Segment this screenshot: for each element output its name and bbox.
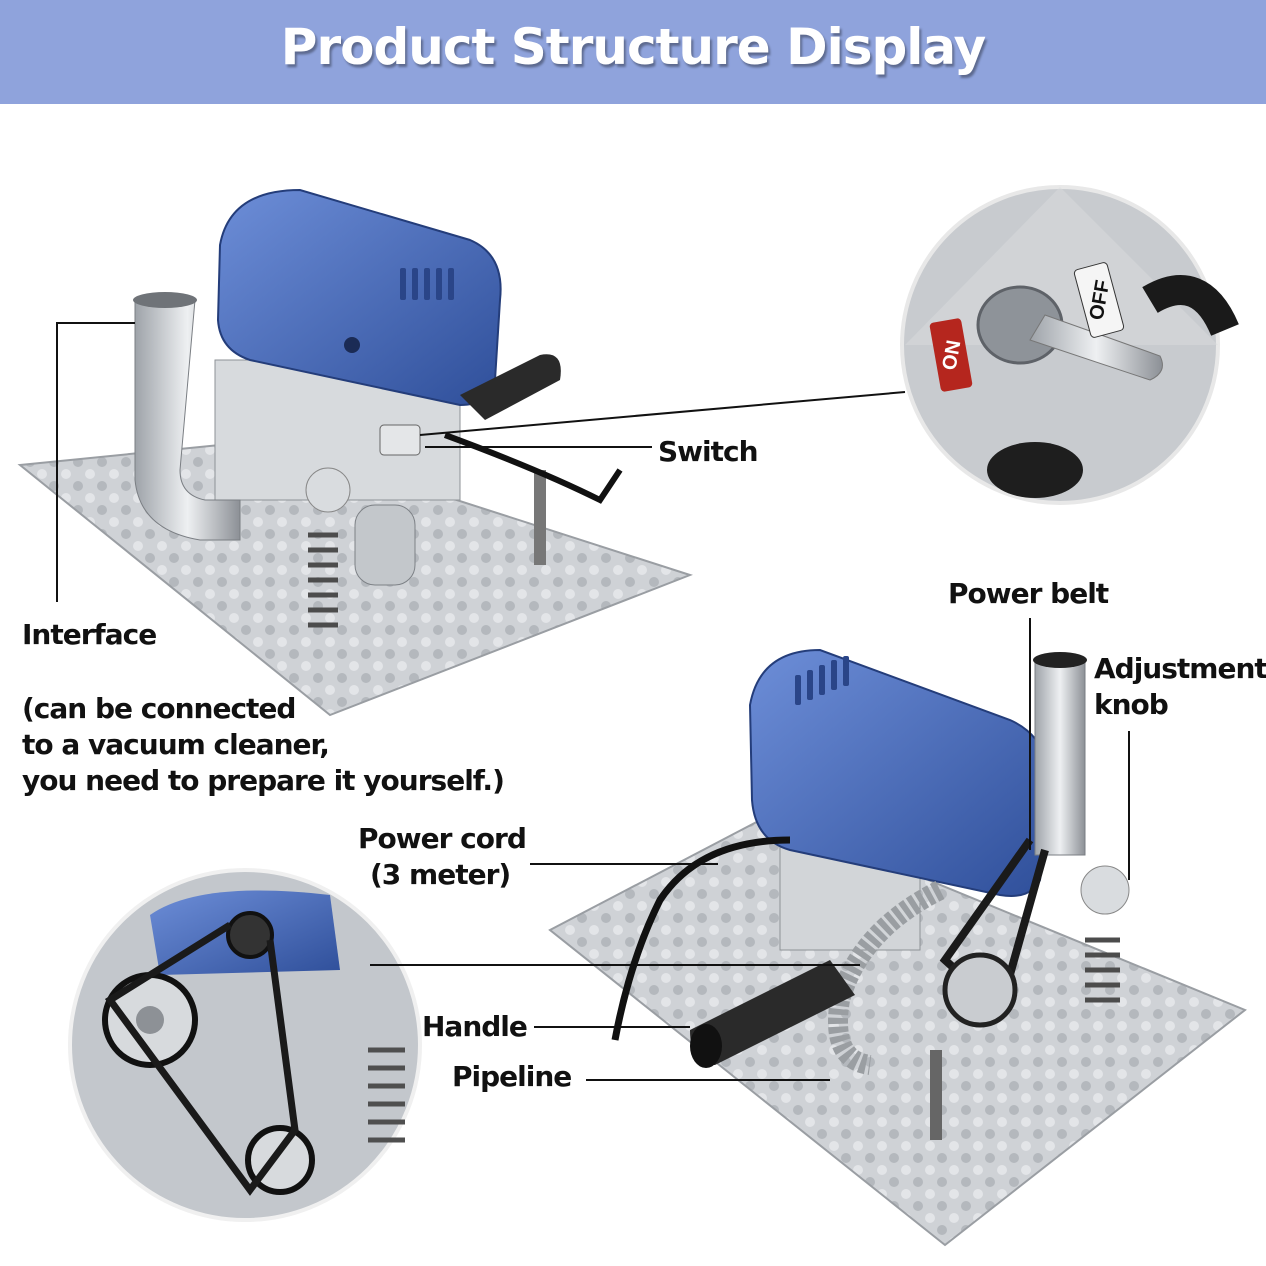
interface-note-line2: to a vacuum cleaner, [22, 728, 330, 761]
machine-top-view [17, 188, 693, 717]
callout-lines [56, 322, 1130, 1081]
switch-lever [1029, 314, 1163, 381]
cable-detail [1142, 275, 1239, 337]
switch-leader [419, 391, 906, 436]
spring-detail [368, 1047, 405, 1143]
motor-vent-icon [400, 268, 454, 300]
header-banner: Product Structure Display [0, 0, 1266, 104]
drive-belt-detail [104, 922, 299, 1196]
interface-pipe [134, 299, 241, 541]
motor-housing [216, 188, 502, 407]
interface-note-line1: (can be connected [22, 692, 296, 725]
cable-detail-lower [987, 442, 1083, 498]
adjustment-knob-label: Adjustment [1094, 652, 1266, 685]
pipeline-label: Pipeline [452, 1060, 572, 1093]
power-cord-label: Power cord [358, 822, 527, 855]
switch-label: Switch [658, 435, 759, 468]
adjustment-knob-label-2: knob [1094, 688, 1169, 721]
motor-screw [344, 337, 360, 353]
switch-detail: ON OFF [900, 185, 1239, 505]
power-cord-top [443, 432, 623, 504]
switch-on-icon: ON [939, 338, 966, 371]
handle-2 [690, 960, 855, 1065]
adjustment-knob-top [305, 467, 351, 513]
toggle-switch [379, 424, 421, 456]
spring-right [1085, 937, 1120, 1003]
interface-label: Interface [22, 618, 157, 651]
guide-rod-2 [930, 1050, 942, 1140]
spring-left [308, 532, 338, 628]
interface-leader [56, 322, 135, 602]
pulley-2 [942, 952, 1018, 1028]
vacuum-pipe-2 [1034, 659, 1086, 856]
machine-side-view [548, 648, 1247, 1247]
power-cord-length: (3 meter) [370, 858, 511, 891]
handle-label: Handle [422, 1010, 528, 1043]
power-cord-2 [611, 836, 791, 1041]
guide-rod [534, 470, 546, 565]
interface-note-line3: you need to prepare it yourself.) [22, 764, 505, 797]
interface-pipe-opening [133, 292, 197, 308]
base-plate-2 [548, 813, 1247, 1247]
power-belt-label: Power belt [948, 577, 1109, 610]
blade-guard [354, 504, 416, 586]
side-handle [460, 354, 561, 420]
belt-detail [68, 868, 422, 1222]
adjustment-knob-2 [1080, 865, 1130, 915]
page-title: Product Structure Display [280, 18, 986, 76]
motor-vent-icon-2 [795, 656, 849, 705]
pulley-top [226, 911, 274, 959]
